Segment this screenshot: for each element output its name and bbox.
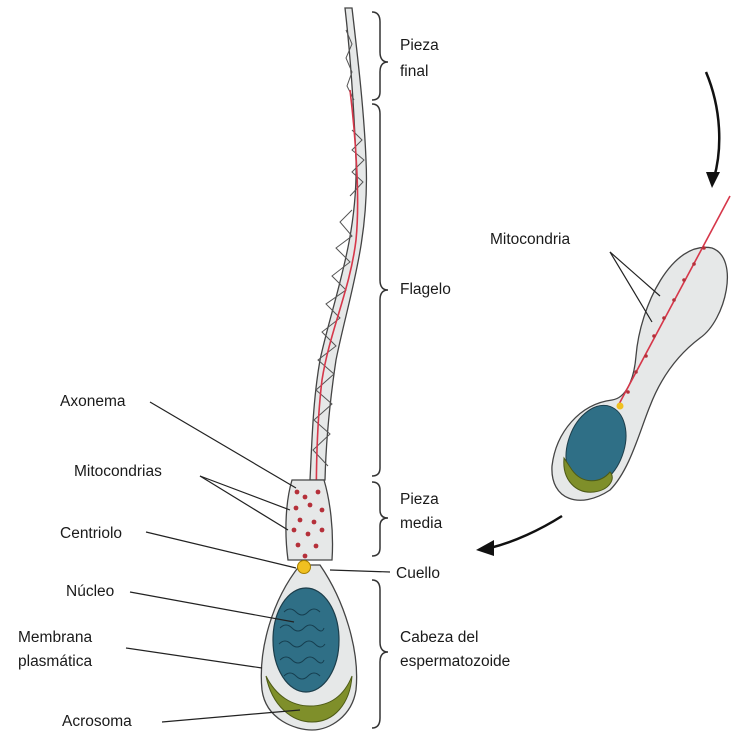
- label-cabeza-line1: Cabeza del: [400, 629, 478, 646]
- arrow-bottom: [490, 516, 562, 548]
- leader-nucleo: [130, 592, 294, 622]
- sperm-secondary: [552, 196, 730, 500]
- brace-cabeza: [372, 580, 388, 728]
- leader-axonema: [150, 402, 296, 488]
- leader-mitocondrias-2: [200, 476, 288, 530]
- leader-mitocondria-2: [610, 252, 652, 322]
- brace-pieza-media: [372, 482, 388, 556]
- label-cuello: Cuello: [396, 565, 440, 582]
- nucleus-shape: [273, 588, 339, 692]
- arrow-top: [706, 72, 719, 178]
- label-pieza-media-line2: media: [400, 515, 443, 532]
- label-flagelo: Flagelo: [400, 281, 451, 298]
- braces: [372, 12, 388, 728]
- centriole-shape: [298, 561, 311, 574]
- label-mitocondria: Mitocondria: [490, 231, 570, 248]
- label-pieza-final-line2: final: [400, 63, 428, 80]
- label-nucleo: Núcleo: [66, 583, 114, 600]
- leader-centriolo: [146, 532, 296, 568]
- brace-flagelo: [372, 104, 388, 476]
- secondary-centriole: [617, 403, 624, 410]
- label-cabeza-line2: espermatozoide: [400, 653, 510, 670]
- leader-membrana: [126, 648, 262, 668]
- label-mitocondrias: Mitocondrias: [74, 463, 162, 480]
- leader-mitocondrias-1: [200, 476, 290, 510]
- label-pieza-final-line1: Pieza: [400, 37, 439, 54]
- sperm-main: [261, 8, 366, 730]
- label-axonema: Axonema: [60, 393, 126, 410]
- brace-pieza-final: [372, 12, 388, 100]
- leader-mitocondria-1: [610, 252, 660, 296]
- label-membrana-line1: Membrana: [18, 629, 92, 646]
- label-pieza-media-line1: Pieza: [400, 491, 439, 508]
- label-centriolo: Centriolo: [60, 525, 122, 542]
- leader-cuello: [330, 570, 390, 572]
- arrow-top-head: [706, 172, 720, 188]
- midpiece: [286, 480, 333, 560]
- label-acrosoma: Acrosoma: [62, 713, 132, 730]
- arrow-bottom-head: [476, 540, 494, 556]
- label-membrana-line2: plasmática: [18, 653, 92, 670]
